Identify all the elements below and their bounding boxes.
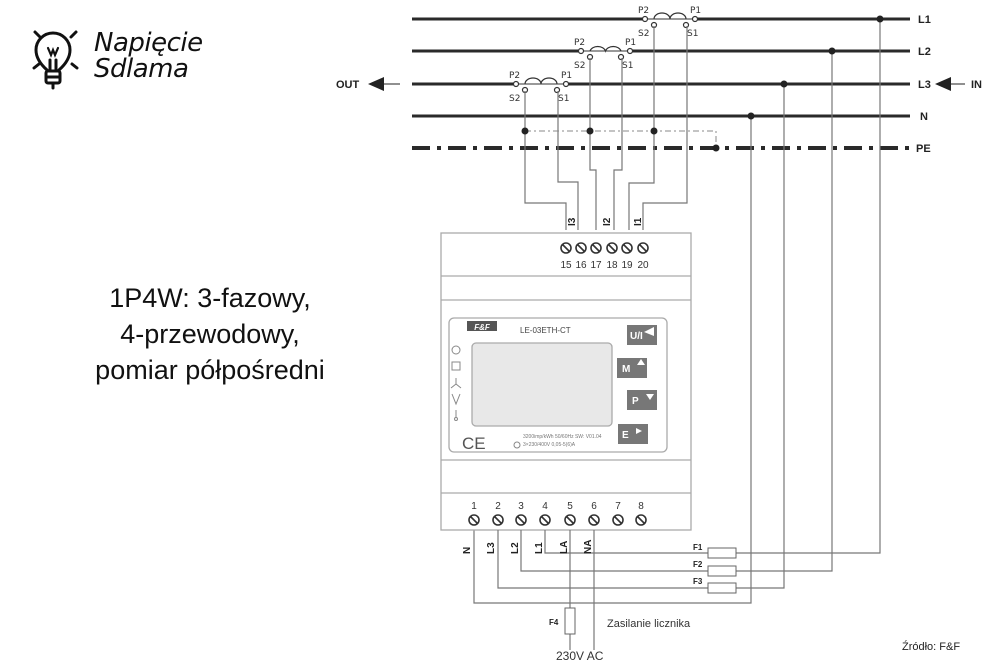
ct-label-s1: S1 xyxy=(687,29,698,39)
label-n: N xyxy=(920,111,928,123)
ct-l3 xyxy=(512,77,570,94)
label-l1: L1 xyxy=(918,14,931,26)
ct-label-p1: P1 xyxy=(625,38,636,48)
ct-label-p1: P1 xyxy=(690,6,701,16)
ct-label-s1: S1 xyxy=(622,61,633,71)
fuse-f2 xyxy=(707,565,737,577)
button-ui: U/I xyxy=(630,331,643,342)
energy-meter xyxy=(440,232,692,531)
fuse-f4 xyxy=(564,607,576,635)
terminal-8 xyxy=(635,514,647,526)
terminal-number: 19 xyxy=(621,260,633,271)
terminal-5 xyxy=(564,514,576,526)
label-l2: L2 xyxy=(918,46,931,58)
title-line-3: pomiar półpośredni xyxy=(95,355,325,385)
label-la-term: LA xyxy=(559,541,570,554)
title-line-2: 4-przewodowy, xyxy=(120,319,300,349)
terminal-number: 7 xyxy=(615,501,621,512)
terminal-number: 16 xyxy=(575,260,587,271)
spec-line-2: 3×230/400V 0,05-5(6)A xyxy=(523,442,576,448)
spec-line-1: 3200imp/kWh 50/60Hz SW: V01.04 xyxy=(523,434,602,440)
terminal-number: 3 xyxy=(518,501,524,512)
label-f4: F4 xyxy=(549,618,559,627)
terminal-2 xyxy=(492,514,504,526)
source-credit: Źródło: F&F xyxy=(902,641,961,653)
label-f2: F2 xyxy=(693,560,703,569)
ct-label-p2: P2 xyxy=(574,38,585,48)
logo-line-2: Sdlama xyxy=(94,54,189,84)
terminal-number: 18 xyxy=(606,260,618,271)
ct-label-s2: S2 xyxy=(574,61,585,71)
terminal-number: 15 xyxy=(560,260,572,271)
label-na-term: NA xyxy=(583,540,594,554)
title-line-1: 1P4W: 3-fazowy, xyxy=(109,283,311,313)
label-l3-term: L3 xyxy=(486,542,497,554)
ct-l2 xyxy=(577,45,634,61)
label-out: OUT xyxy=(336,79,360,91)
fuse-f3 xyxy=(707,582,737,594)
label-f3: F3 xyxy=(693,577,703,586)
ct-label-s2: S2 xyxy=(509,94,520,104)
terminal-17 xyxy=(590,242,602,254)
terminal-3 xyxy=(515,514,527,526)
terminal-number: 6 xyxy=(591,501,597,512)
ct-label-s2: S2 xyxy=(638,29,649,39)
ct-label-p1: P1 xyxy=(561,71,572,81)
terminal-number: 1 xyxy=(471,501,477,512)
supply-voltage: 230V AC xyxy=(556,649,604,663)
label-f1: F1 xyxy=(693,543,703,552)
logo-line-1: Napięcie xyxy=(94,28,203,58)
terminal-1 xyxy=(468,514,480,526)
label-l3: L3 xyxy=(918,79,931,91)
ct-l1 xyxy=(641,12,699,29)
terminal-18 xyxy=(606,242,618,254)
button-p: P xyxy=(632,396,639,407)
label-n-term: N xyxy=(462,547,473,554)
terminal-16 xyxy=(575,242,587,254)
terminal-number: 5 xyxy=(567,501,573,512)
brand-logo xyxy=(467,321,497,331)
in-arrow-icon xyxy=(935,77,965,91)
terminal-number: 20 xyxy=(637,260,649,271)
supply-label: Zasilanie licznika xyxy=(607,618,691,630)
label-in: IN xyxy=(971,79,982,91)
label-i2: I2 xyxy=(602,217,613,226)
ct-label-p2: P2 xyxy=(509,71,520,81)
terminal-19 xyxy=(621,242,633,254)
ce-mark: CE xyxy=(462,434,486,453)
logo-text: Napięcie Sdlama xyxy=(94,30,203,82)
terminal-7 xyxy=(612,514,624,526)
out-arrow-icon xyxy=(368,77,400,91)
label-pe: PE xyxy=(916,143,931,155)
terminal-number: 2 xyxy=(495,501,501,512)
terminal-20 xyxy=(637,242,649,254)
meter-buttons: U/I M P E xyxy=(617,325,657,444)
lightbulb-icon xyxy=(32,30,79,90)
label-i1: I1 xyxy=(633,217,644,226)
ct-label-p2: P2 xyxy=(638,6,649,16)
label-l2-term: L2 xyxy=(510,542,521,554)
model-label: LE-03ETH-CT xyxy=(520,326,571,335)
terminal-6 xyxy=(588,514,600,526)
terminal-number: 4 xyxy=(542,501,548,512)
diagram-title: 1P4W: 3-fazowy, 4-przewodowy, pomiar pół… xyxy=(60,280,360,388)
fuse-f1 xyxy=(707,547,737,559)
ct-label-s1: S1 xyxy=(558,94,569,104)
label-i3: I3 xyxy=(567,217,578,226)
brand-text: F&F xyxy=(474,323,491,332)
terminal-number: 17 xyxy=(590,260,602,271)
terminal-4 xyxy=(539,514,551,526)
button-e: E xyxy=(622,430,629,441)
label-l1-term: L1 xyxy=(534,542,545,554)
terminal-number: 8 xyxy=(638,501,644,512)
terminal-15 xyxy=(560,242,572,254)
button-m: M xyxy=(622,364,630,375)
